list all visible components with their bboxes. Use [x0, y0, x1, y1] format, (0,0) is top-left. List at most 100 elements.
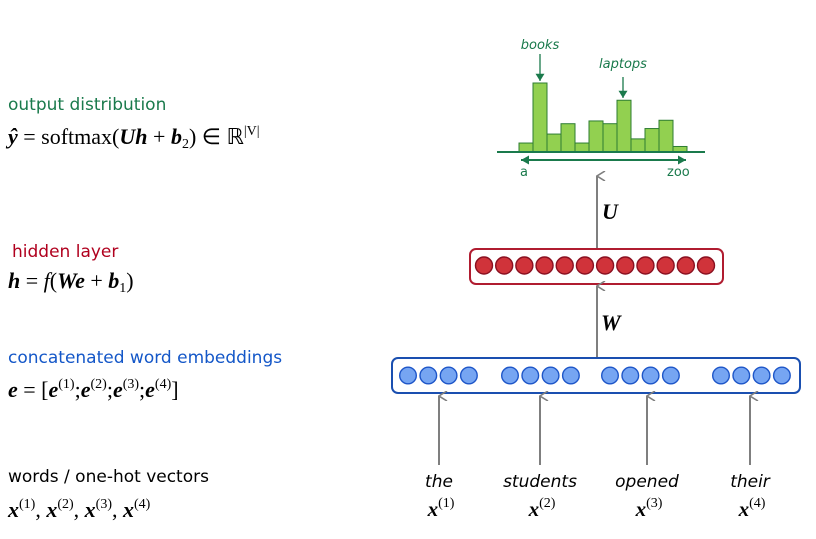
close-paren: ) — [126, 268, 134, 293]
embedding-unit — [459, 366, 478, 385]
hidden-unit — [636, 256, 655, 275]
x3-symbol: x — [84, 497, 96, 522]
input-word-1: the — [425, 472, 453, 492]
separator: ; — [139, 377, 146, 402]
hidden-layer-label: hidden layer — [12, 242, 119, 262]
embedding-unit — [521, 366, 540, 385]
embedding-layer-box — [391, 357, 801, 394]
embedding-unit — [601, 366, 620, 385]
embedding-unit — [419, 366, 438, 385]
x-sup: (3) — [646, 496, 663, 511]
hidden-unit — [616, 256, 635, 275]
embedding-unit — [399, 366, 418, 385]
hidden-unit — [696, 256, 716, 275]
e3-sup: (3) — [122, 377, 140, 392]
w-weight-label: W — [601, 310, 622, 335]
x3-sup: (3) — [95, 497, 112, 512]
b1-symbol: b — [108, 268, 120, 293]
histogram-bar — [630, 138, 646, 153]
e1-symbol: e — [48, 377, 59, 402]
b1-subscript: 1 — [119, 281, 127, 296]
input-arrows — [438, 396, 750, 465]
separator: ; — [74, 377, 81, 402]
embedding-units — [399, 366, 791, 385]
input-vector-2: x(2) — [529, 497, 556, 522]
output-distribution-label: output distribution — [8, 95, 167, 115]
words-formula: x(1), x(2), x(3), x(4) — [8, 497, 150, 523]
vocab-start-label: a — [520, 165, 528, 180]
hidden-unit — [474, 256, 494, 275]
equals-sign: = — [20, 268, 44, 293]
histogram-bar — [616, 99, 632, 153]
output-formula: ŷ = softmax(Uh + b2) ∈ ℝ|V| — [8, 124, 260, 152]
embeddings-formula: e = [e(1);e(2);e(3);e(4)] — [8, 377, 179, 403]
hidden-unit — [515, 256, 534, 275]
softmax-text: = softmax( — [17, 124, 120, 149]
histogram-bar — [588, 120, 604, 153]
input-vector-1: x(1) — [428, 497, 455, 522]
x2-symbol: x — [46, 497, 58, 522]
embedding-unit — [621, 366, 640, 385]
h-symbol: h — [8, 268, 21, 293]
e-symbol: e — [75, 268, 85, 293]
embedding-unit — [439, 366, 458, 385]
h-symbol: h — [135, 124, 148, 149]
x1-sup: (1) — [19, 497, 36, 512]
equals-bracket: = [ — [17, 377, 49, 402]
e2-sup: (2) — [90, 377, 107, 392]
f-symbol: f — [43, 268, 50, 293]
laptops-annotation: laptops — [599, 57, 647, 72]
histogram-bar — [560, 123, 576, 153]
hidden-unit — [535, 256, 554, 275]
e1-sup: (1) — [58, 377, 75, 392]
close-bracket: ] — [171, 377, 179, 402]
hidden-formula: h = f(We + b1) — [8, 268, 134, 296]
embedding-unit — [732, 366, 751, 385]
e3-symbol: e — [112, 377, 123, 402]
u-symbol: U — [119, 124, 136, 149]
histogram-bar — [602, 123, 618, 153]
b2-symbol: b — [170, 124, 182, 149]
vocab-end-label: zoo — [667, 165, 690, 180]
separator: , — [111, 497, 123, 522]
hidden-unit — [555, 256, 574, 275]
histogram-bar — [532, 82, 548, 153]
histogram-bar — [574, 142, 590, 153]
input-word-2: students — [503, 472, 577, 492]
vocab-size-sup: |V| — [243, 124, 260, 139]
hidden-unit — [595, 256, 615, 275]
hidden-units — [474, 256, 716, 275]
histogram-bar — [518, 142, 534, 153]
embedding-unit — [541, 366, 560, 385]
x-sup: (2) — [539, 496, 556, 511]
output-distribution-histogram — [518, 82, 688, 153]
input-vector-3: x(3) — [636, 497, 663, 522]
hidden-unit — [575, 256, 595, 275]
x2-sup: (2) — [57, 497, 74, 512]
in-reals: ) ∈ ℝ — [188, 124, 244, 149]
u-weight-label: U — [602, 199, 619, 224]
open-paren: ( — [49, 268, 58, 293]
embedding-unit — [772, 366, 791, 385]
words-label: words / one-hot vectors — [8, 467, 209, 487]
y-hat-symbol: ŷ — [8, 124, 18, 149]
plus-sign: + — [84, 268, 109, 293]
hidden-unit — [494, 256, 514, 275]
b2-subscript: 2 — [181, 137, 189, 152]
x1-symbol: x — [8, 497, 19, 522]
e4-sup: (4) — [154, 377, 172, 392]
hidden-unit — [676, 256, 696, 275]
embedding-unit — [661, 366, 680, 385]
histogram-bar — [658, 119, 674, 153]
e-symbol: e — [8, 377, 18, 402]
e4-symbol: e — [145, 377, 155, 402]
separator: , — [35, 497, 47, 522]
x4-sup: (4) — [133, 497, 151, 512]
books-annotation: books — [521, 38, 560, 53]
x-symbol: x — [528, 497, 540, 521]
input-word-3: opened — [615, 472, 679, 492]
x-symbol: x — [738, 497, 750, 521]
x-symbol: x — [635, 497, 647, 521]
separator: ; — [106, 377, 113, 402]
hidden-unit — [656, 256, 675, 275]
